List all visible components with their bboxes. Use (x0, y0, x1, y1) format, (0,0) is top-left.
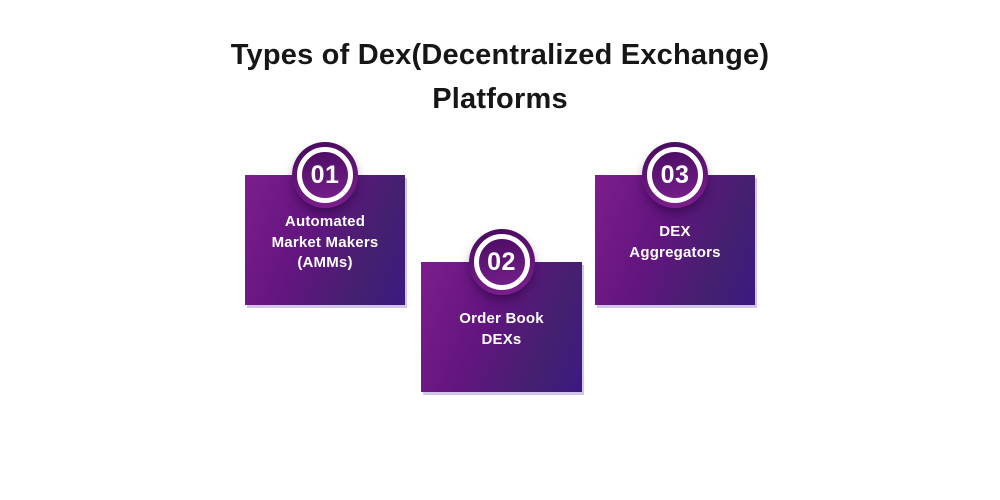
badge-ring-icon: 01 (297, 147, 353, 203)
card-label: Order Book DEXs (459, 310, 544, 348)
badge-ring-icon: 02 (473, 234, 530, 290)
card-label: Automated Market Makers (AMMs) (271, 212, 379, 272)
badge-ring-icon: 03 (647, 147, 703, 203)
badge-number: 02 (487, 247, 516, 276)
step-badge-02: 02 (468, 229, 535, 295)
card-order-book-dexs: 02 Order Book DEXs (421, 229, 582, 392)
step-badge-01: 01 (292, 142, 358, 208)
step-badge-03: 03 (642, 142, 708, 208)
badge-number: 01 (310, 160, 340, 189)
badge-number: 03 (660, 160, 690, 189)
page-title: Types of Dex(Decentralized Exchange) Pla… (230, 39, 770, 115)
card-automated-market-makers: 01 Automated Market Makers (AMMs) (245, 142, 405, 305)
card-label: DEX Aggregators (629, 223, 721, 261)
card-dex-aggregators: 03 DEX Aggregators (595, 142, 755, 305)
